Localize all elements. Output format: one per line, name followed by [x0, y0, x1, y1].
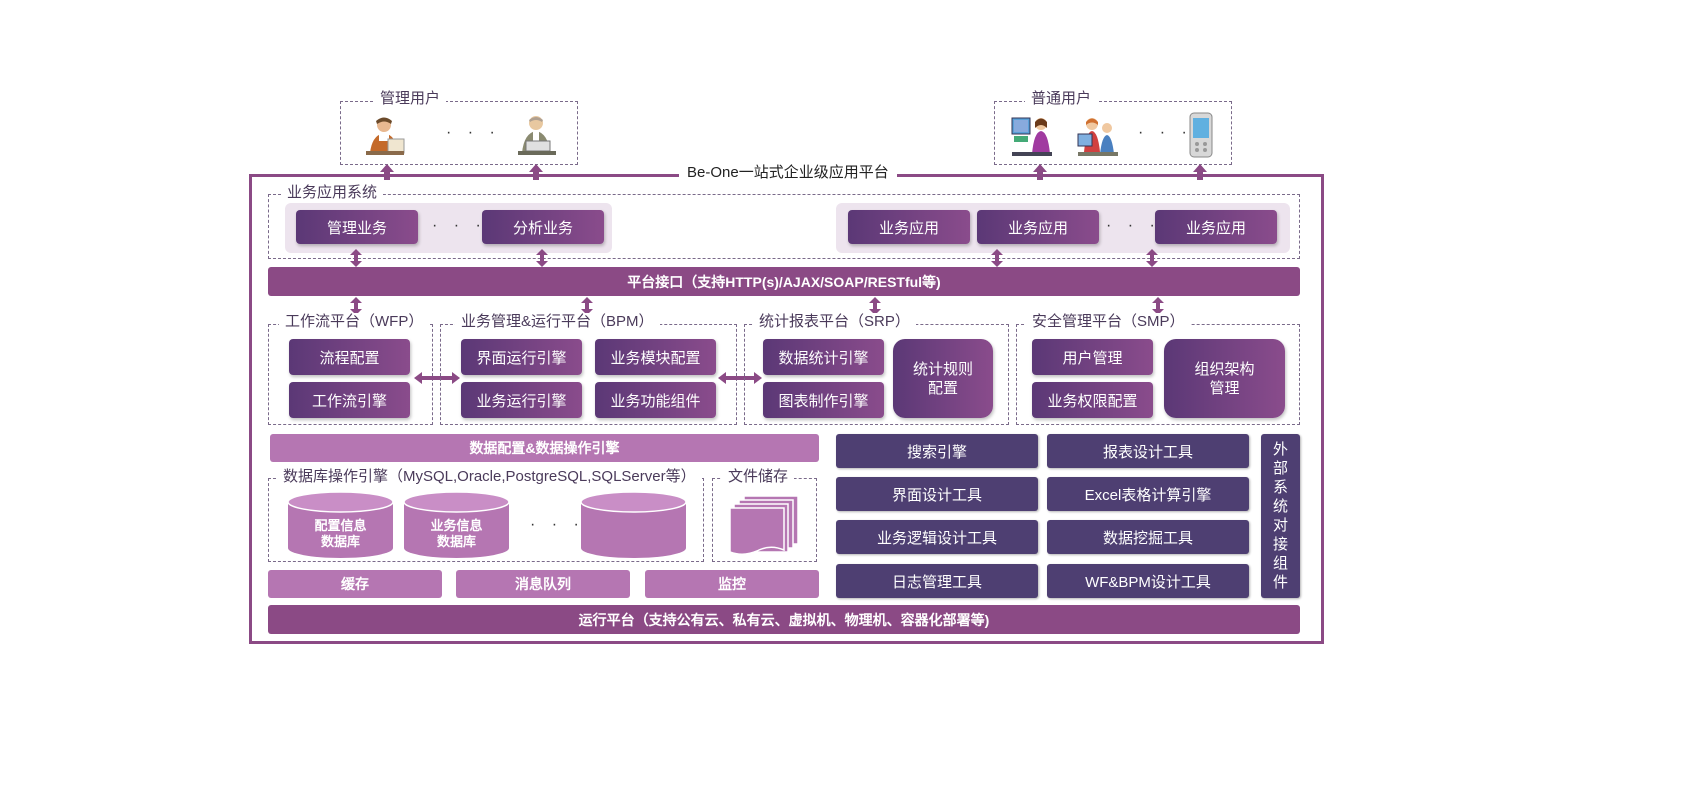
- smp-label: 安全管理平台（SMP）: [1026, 313, 1191, 331]
- db-engine-label: 数据库操作引擎（MySQL,Oracle,PostgreSQL,SQLServe…: [277, 468, 702, 486]
- cache-bar: 缓存: [268, 570, 442, 598]
- normal-users-dots: · · ·: [1138, 124, 1193, 141]
- admin-users-group: [340, 101, 578, 165]
- normal-users-group: [994, 101, 1232, 165]
- runtime-platform-bar: 运行平台（支持公有云、私有云、虚拟机、物理机、容器化部署等): [268, 605, 1300, 634]
- permission-config-button[interactable]: 业务权限配置: [1032, 382, 1153, 418]
- platform-interface-bar: 平台接口（支持HTTP(s)/AJAX/SOAP/RESTful等): [268, 267, 1300, 296]
- arrow-up-user-2: [1193, 164, 1207, 180]
- module-config-button[interactable]: 业务模块配置: [595, 339, 716, 375]
- rule-line-2: 配置: [927, 379, 958, 397]
- data-mining-tool[interactable]: 数据挖掘工具: [1047, 520, 1249, 554]
- search-engine-tool[interactable]: 搜索引擎: [836, 434, 1038, 468]
- group-user-icon: [1076, 114, 1120, 158]
- workflow-engine-button[interactable]: 工作流引擎: [289, 382, 410, 418]
- org-line-1: 组织架构: [1194, 360, 1255, 378]
- business-system-group: [268, 194, 1300, 259]
- admin-user-icon: [362, 115, 408, 157]
- horizontal-double-arrow-icon: [414, 372, 460, 384]
- db-business-line-1: 业务信息: [430, 518, 483, 533]
- database-cylinder-business: 业务信息 数据库: [403, 491, 510, 558]
- normal-users-label: 普通用户: [1025, 90, 1098, 108]
- database-cylinder-config: 配置信息 数据库: [287, 491, 394, 558]
- business-runtime-engine-button[interactable]: 业务运行引擎: [461, 382, 582, 418]
- admin-user-icon: [514, 113, 560, 157]
- double-arrow-icon: [350, 249, 362, 267]
- analysis-business-button[interactable]: 分析业务: [482, 210, 604, 244]
- org-management-button[interactable]: 组织架构 管理: [1164, 339, 1285, 418]
- business-left-dots: · · ·: [432, 217, 487, 234]
- platform-title: Be-One一站式企业级应用平台: [679, 164, 897, 182]
- db-business-line-2: 数据库: [436, 534, 476, 549]
- double-arrow-icon: [869, 297, 881, 315]
- arrow-up-user-1: [1033, 164, 1047, 180]
- computer-user-icon: [1010, 114, 1054, 158]
- mobile-device-icon: [1188, 112, 1214, 158]
- statistics-rule-config-button[interactable]: 统计规则 配置: [893, 339, 993, 418]
- logic-design-tool[interactable]: 业务逻辑设计工具: [836, 520, 1038, 554]
- wf-bpm-design-tool[interactable]: WF&BPM设计工具: [1047, 564, 1249, 598]
- file-storage-label: 文件储存: [722, 468, 795, 486]
- arrow-up-admin-1: [380, 164, 394, 180]
- rule-line-1: 统计规则: [912, 360, 973, 378]
- arrow-up-admin-2: [529, 164, 543, 180]
- monitor-bar: 监控: [645, 570, 819, 598]
- bpm-label: 业务管理&运行平台（BPM）: [455, 313, 660, 331]
- manage-business-button[interactable]: 管理业务: [296, 210, 418, 244]
- ui-runtime-engine-button[interactable]: 界面运行引擎: [461, 339, 582, 375]
- business-app-button-3[interactable]: 业务应用: [1155, 210, 1277, 244]
- admin-users-dots: · · ·: [446, 124, 501, 141]
- data-statistics-engine-button[interactable]: 数据统计引擎: [763, 339, 884, 375]
- report-design-tool[interactable]: 报表设计工具: [1047, 434, 1249, 468]
- double-arrow-icon: [350, 297, 362, 315]
- admin-users-label: 管理用户: [374, 90, 447, 108]
- double-arrow-icon: [1152, 297, 1164, 315]
- db-config-line-2: 数据库: [320, 534, 360, 549]
- double-arrow-icon: [991, 249, 1003, 267]
- double-arrow-icon: [536, 249, 548, 267]
- user-management-button[interactable]: 用户管理: [1032, 339, 1153, 375]
- process-config-button[interactable]: 流程配置: [289, 339, 410, 375]
- ui-design-tool[interactable]: 界面设计工具: [836, 477, 1038, 511]
- log-management-tool[interactable]: 日志管理工具: [836, 564, 1038, 598]
- srp-label: 统计报表平台（SRP）: [753, 313, 916, 331]
- business-app-button-2[interactable]: 业务应用: [977, 210, 1099, 244]
- business-app-button-1[interactable]: 业务应用: [848, 210, 970, 244]
- org-line-2: 管理: [1209, 379, 1240, 397]
- message-queue-bar: 消息队列: [456, 570, 630, 598]
- file-stack-icon: [729, 494, 800, 556]
- db-dots: · · ·: [530, 516, 585, 533]
- double-arrow-icon: [581, 297, 593, 315]
- db-config-line-1: 配置信息: [314, 518, 367, 533]
- excel-engine-tool[interactable]: Excel表格计算引擎: [1047, 477, 1249, 511]
- database-cylinder-other: [580, 491, 687, 558]
- business-system-label: 业务应用系统: [281, 184, 384, 202]
- external-integration-component[interactable]: 外部系统对接组件: [1261, 434, 1300, 598]
- chart-engine-button[interactable]: 图表制作引擎: [763, 382, 884, 418]
- business-right-dots: · · ·: [1106, 217, 1161, 234]
- double-arrow-icon: [1146, 249, 1158, 267]
- function-component-button[interactable]: 业务功能组件: [595, 382, 716, 418]
- wfp-label: 工作流平台（WFP）: [279, 313, 430, 331]
- data-engine-bar: 数据配置&数据操作引擎: [270, 434, 819, 462]
- horizontal-double-arrow-icon: [718, 372, 762, 384]
